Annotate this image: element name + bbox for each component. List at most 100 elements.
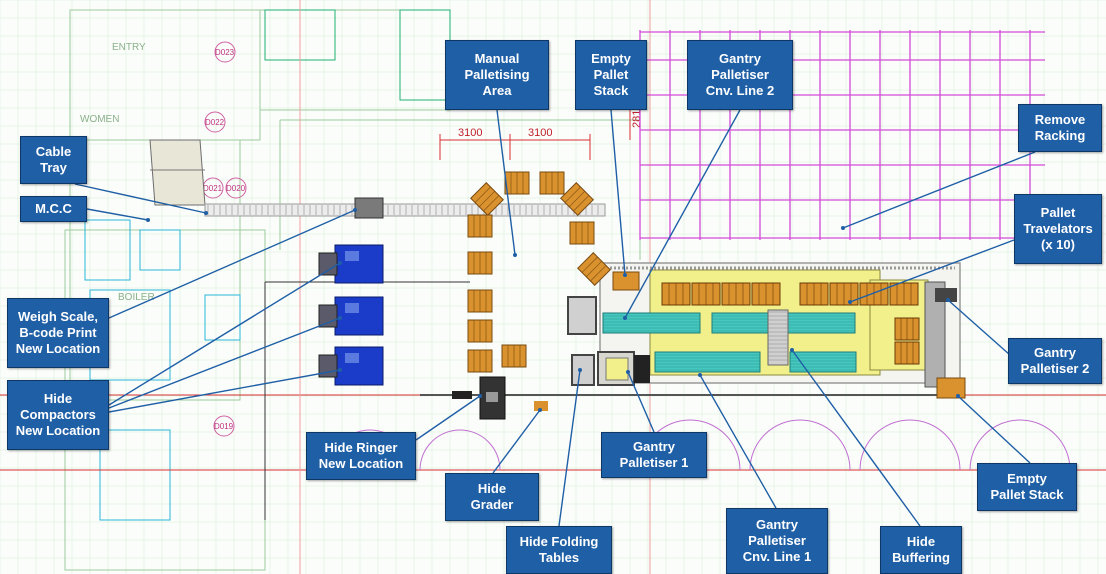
compactor-panel [345, 303, 359, 313]
pallet-slat [590, 265, 607, 282]
hide-ringer [452, 376, 506, 420]
callout-gantry-palletiser-2: Gantry Palletiser 2 [1008, 338, 1102, 384]
conveyor-line [602, 312, 701, 334]
leader-arrowhead [478, 394, 482, 398]
pallet [467, 251, 493, 275]
leader-arrowhead [848, 300, 852, 304]
callout-manual-palletising-area: Manual Palletising Area [445, 40, 549, 110]
leader-line [699, 374, 777, 509]
pallet-slat [564, 186, 581, 203]
conveyor-line [654, 351, 761, 373]
leader-line [108, 209, 356, 319]
door-tag: D022 [205, 118, 225, 127]
cable-tray [149, 139, 206, 206]
leader-arrowhead [623, 316, 627, 320]
manual-palletising-pallets [467, 171, 611, 373]
leader-line [842, 151, 1036, 229]
callout-pallet-travelators: Pallet Travelators (x 10) [1014, 194, 1102, 264]
pallet [661, 282, 691, 306]
pallet-slat [586, 261, 602, 277]
empty-pallet-stack-right-marker [936, 377, 966, 399]
door-tags [202, 41, 247, 437]
pallet-travelators [610, 266, 955, 365]
pallet [829, 282, 859, 306]
compactor-hopper [318, 252, 338, 276]
pallet [501, 344, 527, 368]
callout-weigh-scale: Weigh Scale, B-code Print New Location [7, 298, 109, 368]
pallet-slat [483, 195, 500, 212]
empty-pallet-stack-top-marker [612, 271, 640, 291]
leader-line [492, 409, 541, 474]
leader-line [627, 371, 655, 433]
compactor-hopper [318, 304, 338, 328]
leader-arrowhead [946, 298, 950, 302]
hide-compactor [318, 244, 384, 284]
pallet [467, 349, 493, 373]
pallet [577, 252, 611, 286]
door-tag: D023 [215, 48, 235, 57]
leader-line [108, 262, 341, 406]
leader-line [947, 299, 1011, 356]
hide-folding-tables [567, 296, 597, 386]
leader-line [849, 239, 1015, 303]
leader-arrowhead [578, 368, 582, 372]
leader-arrowhead [338, 368, 342, 372]
leader-line [558, 369, 581, 527]
leader-arrowhead [626, 370, 630, 374]
leader-arrowhead [146, 218, 150, 222]
pallet-slat [573, 195, 590, 212]
compactor-body [334, 244, 384, 284]
gantry-conveyor-lines [602, 309, 857, 373]
pallet [691, 282, 721, 306]
door-tag: D019 [214, 422, 234, 431]
pallet [560, 182, 594, 216]
gantry-palletiser-1 [597, 351, 650, 386]
compactor-panel [345, 353, 359, 363]
leader-arrowhead [841, 226, 845, 230]
hide-compactors [318, 244, 384, 386]
pallet [799, 282, 829, 306]
pallet [569, 221, 595, 245]
pallet [751, 282, 781, 306]
callout-gantry-palletiser-cnv-line-1: Gantry Palletiser Cnv. Line 1 [726, 508, 828, 574]
conveyor-line [789, 351, 857, 373]
callout-gantry-palletiser-1: Gantry Palletiser 1 [601, 432, 707, 478]
compactor-body [334, 346, 384, 386]
leader-line [610, 109, 626, 276]
leader-arrowhead [623, 273, 627, 277]
callout-hide-folding-tables: Hide Folding Tables [506, 526, 612, 574]
conveyor-line [787, 312, 856, 334]
hide-compactor [318, 296, 384, 336]
leader-line [74, 183, 207, 214]
leader-arrowhead [513, 253, 517, 257]
pallet-slat [569, 191, 585, 207]
pallet [894, 341, 920, 365]
weigh-scale [354, 197, 384, 219]
callout-empty-pallet-stack-top: Empty Pallet Stack [575, 40, 647, 110]
callout-hide-grader: Hide Grader [445, 473, 539, 521]
leader-line [791, 349, 921, 527]
callout-hide-compactors: Hide Compactors New Location [7, 380, 109, 450]
pallet [894, 317, 920, 341]
leader-arrowhead [338, 261, 342, 265]
callout-gantry-palletiser-cnv-line-2: Gantry Palletiser Cnv. Line 2 [687, 40, 793, 110]
leader-arrowhead [698, 373, 702, 377]
door-tag: D020 [226, 184, 246, 193]
callout-hide-ringer: Hide Ringer New Location [306, 432, 416, 480]
pallet [504, 171, 530, 195]
compactor-panel [345, 251, 359, 261]
room-label-boiler: BOILER [118, 292, 155, 303]
leader-arrowhead [204, 211, 208, 215]
leader-arrowhead [353, 208, 357, 212]
pallet-slat [474, 186, 491, 203]
pallet [539, 171, 565, 195]
dimension-label: 3100 [528, 127, 552, 139]
callout-empty-pallet-stack-right: Empty Pallet Stack [977, 463, 1077, 511]
leader-arrowhead [538, 408, 542, 412]
callout-mcc: M.C.C [20, 196, 87, 222]
leader-arrowhead [338, 316, 342, 320]
leader-line [108, 369, 341, 413]
callout-remove-racking: Remove Racking [1018, 104, 1102, 152]
leader-line [624, 109, 741, 319]
